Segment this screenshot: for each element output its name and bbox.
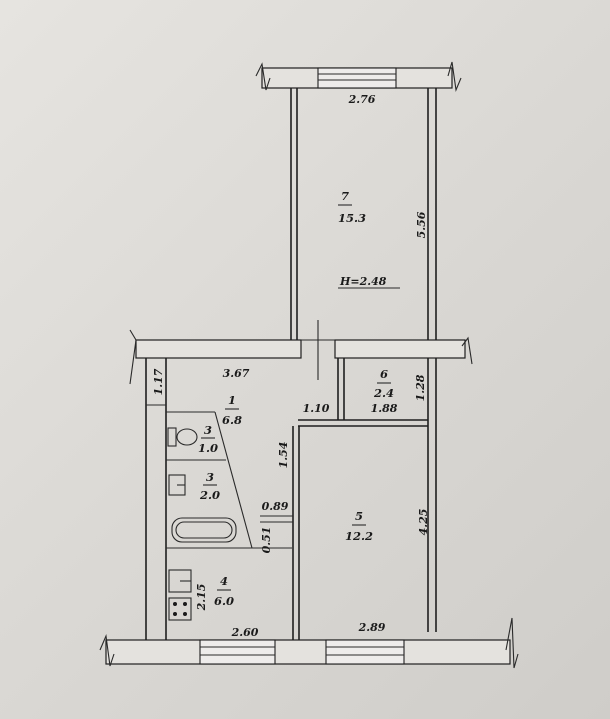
- room-area: 6.0: [214, 594, 234, 608]
- room-number: 7: [341, 189, 349, 203]
- room-area: 15.3: [338, 211, 366, 225]
- room-number: 3: [206, 470, 214, 484]
- room-3-bath-label: 3 2.0: [199, 470, 220, 502]
- dim-hall-width: 3.67: [223, 367, 250, 380]
- dim-bottom-left: 2.60: [231, 626, 259, 639]
- dim-1-10: 1.10: [303, 402, 330, 415]
- dim-room7-length: 5.56: [415, 211, 428, 238]
- dim-bottom-right: 2.89: [358, 621, 386, 634]
- room-number: 6: [380, 367, 388, 381]
- room-area: 1.0: [198, 441, 218, 455]
- bottom-window-left: [199, 639, 276, 665]
- top-window: [317, 67, 397, 89]
- room-area: 2.0: [199, 488, 220, 502]
- break-mark-top-right: [447, 61, 462, 93]
- stove-icon: [168, 597, 192, 621]
- bathtub-icon: [171, 517, 237, 543]
- dim-0-89: 0.89: [262, 500, 289, 513]
- room-4-label: 4 6.0: [214, 574, 234, 608]
- dim-1-88: 1.88: [371, 402, 398, 415]
- room-3-wc-label: 3 1.0: [198, 423, 218, 455]
- room-number: 5: [355, 509, 363, 523]
- dim-1-54: 1.54: [277, 442, 290, 469]
- room-number: 4: [220, 574, 228, 588]
- room-area: 2.4: [373, 386, 394, 400]
- bottom-wall: [99, 617, 519, 669]
- room-7-label: 7 15.3: [338, 189, 366, 225]
- break-mark-top-left: [255, 62, 271, 91]
- middle-wall: [129, 320, 473, 385]
- bottom-window-right: [325, 639, 405, 665]
- break-mark-right: [461, 336, 473, 365]
- room-5-label: 5 12.2: [345, 509, 373, 543]
- toilet-icon: [176, 428, 198, 446]
- room-area: 12.2: [345, 529, 373, 543]
- break-mark-bottom-right: [505, 617, 519, 669]
- dim-1-28: 1.28: [414, 374, 427, 401]
- fixtures: [167, 427, 237, 621]
- room-6-label: 6 2.4: [373, 367, 394, 400]
- room-7-walls: [255, 61, 462, 340]
- room-number: 3: [204, 423, 212, 437]
- dim-hall-depth: 1.17: [152, 368, 165, 395]
- room-number: 1: [228, 393, 236, 407]
- room-area: 6.8: [222, 413, 242, 427]
- dim-room5-length: 4.25: [417, 509, 430, 536]
- room-1-label: 1 6.8: [222, 393, 242, 427]
- dimension-labels: 2.76 5.56 3.67 1.17 1.10 1.88 1.28 1.54 …: [152, 93, 430, 639]
- break-mark-bottom-left: [99, 633, 115, 667]
- dim-kitchen-depth: 2.15: [195, 584, 208, 612]
- dim-top-width: 2.76: [348, 93, 376, 106]
- ceiling-height-label: H=2.48: [339, 275, 387, 288]
- dim-0-51: 0.51: [260, 527, 273, 554]
- lower-walls: [145, 358, 437, 640]
